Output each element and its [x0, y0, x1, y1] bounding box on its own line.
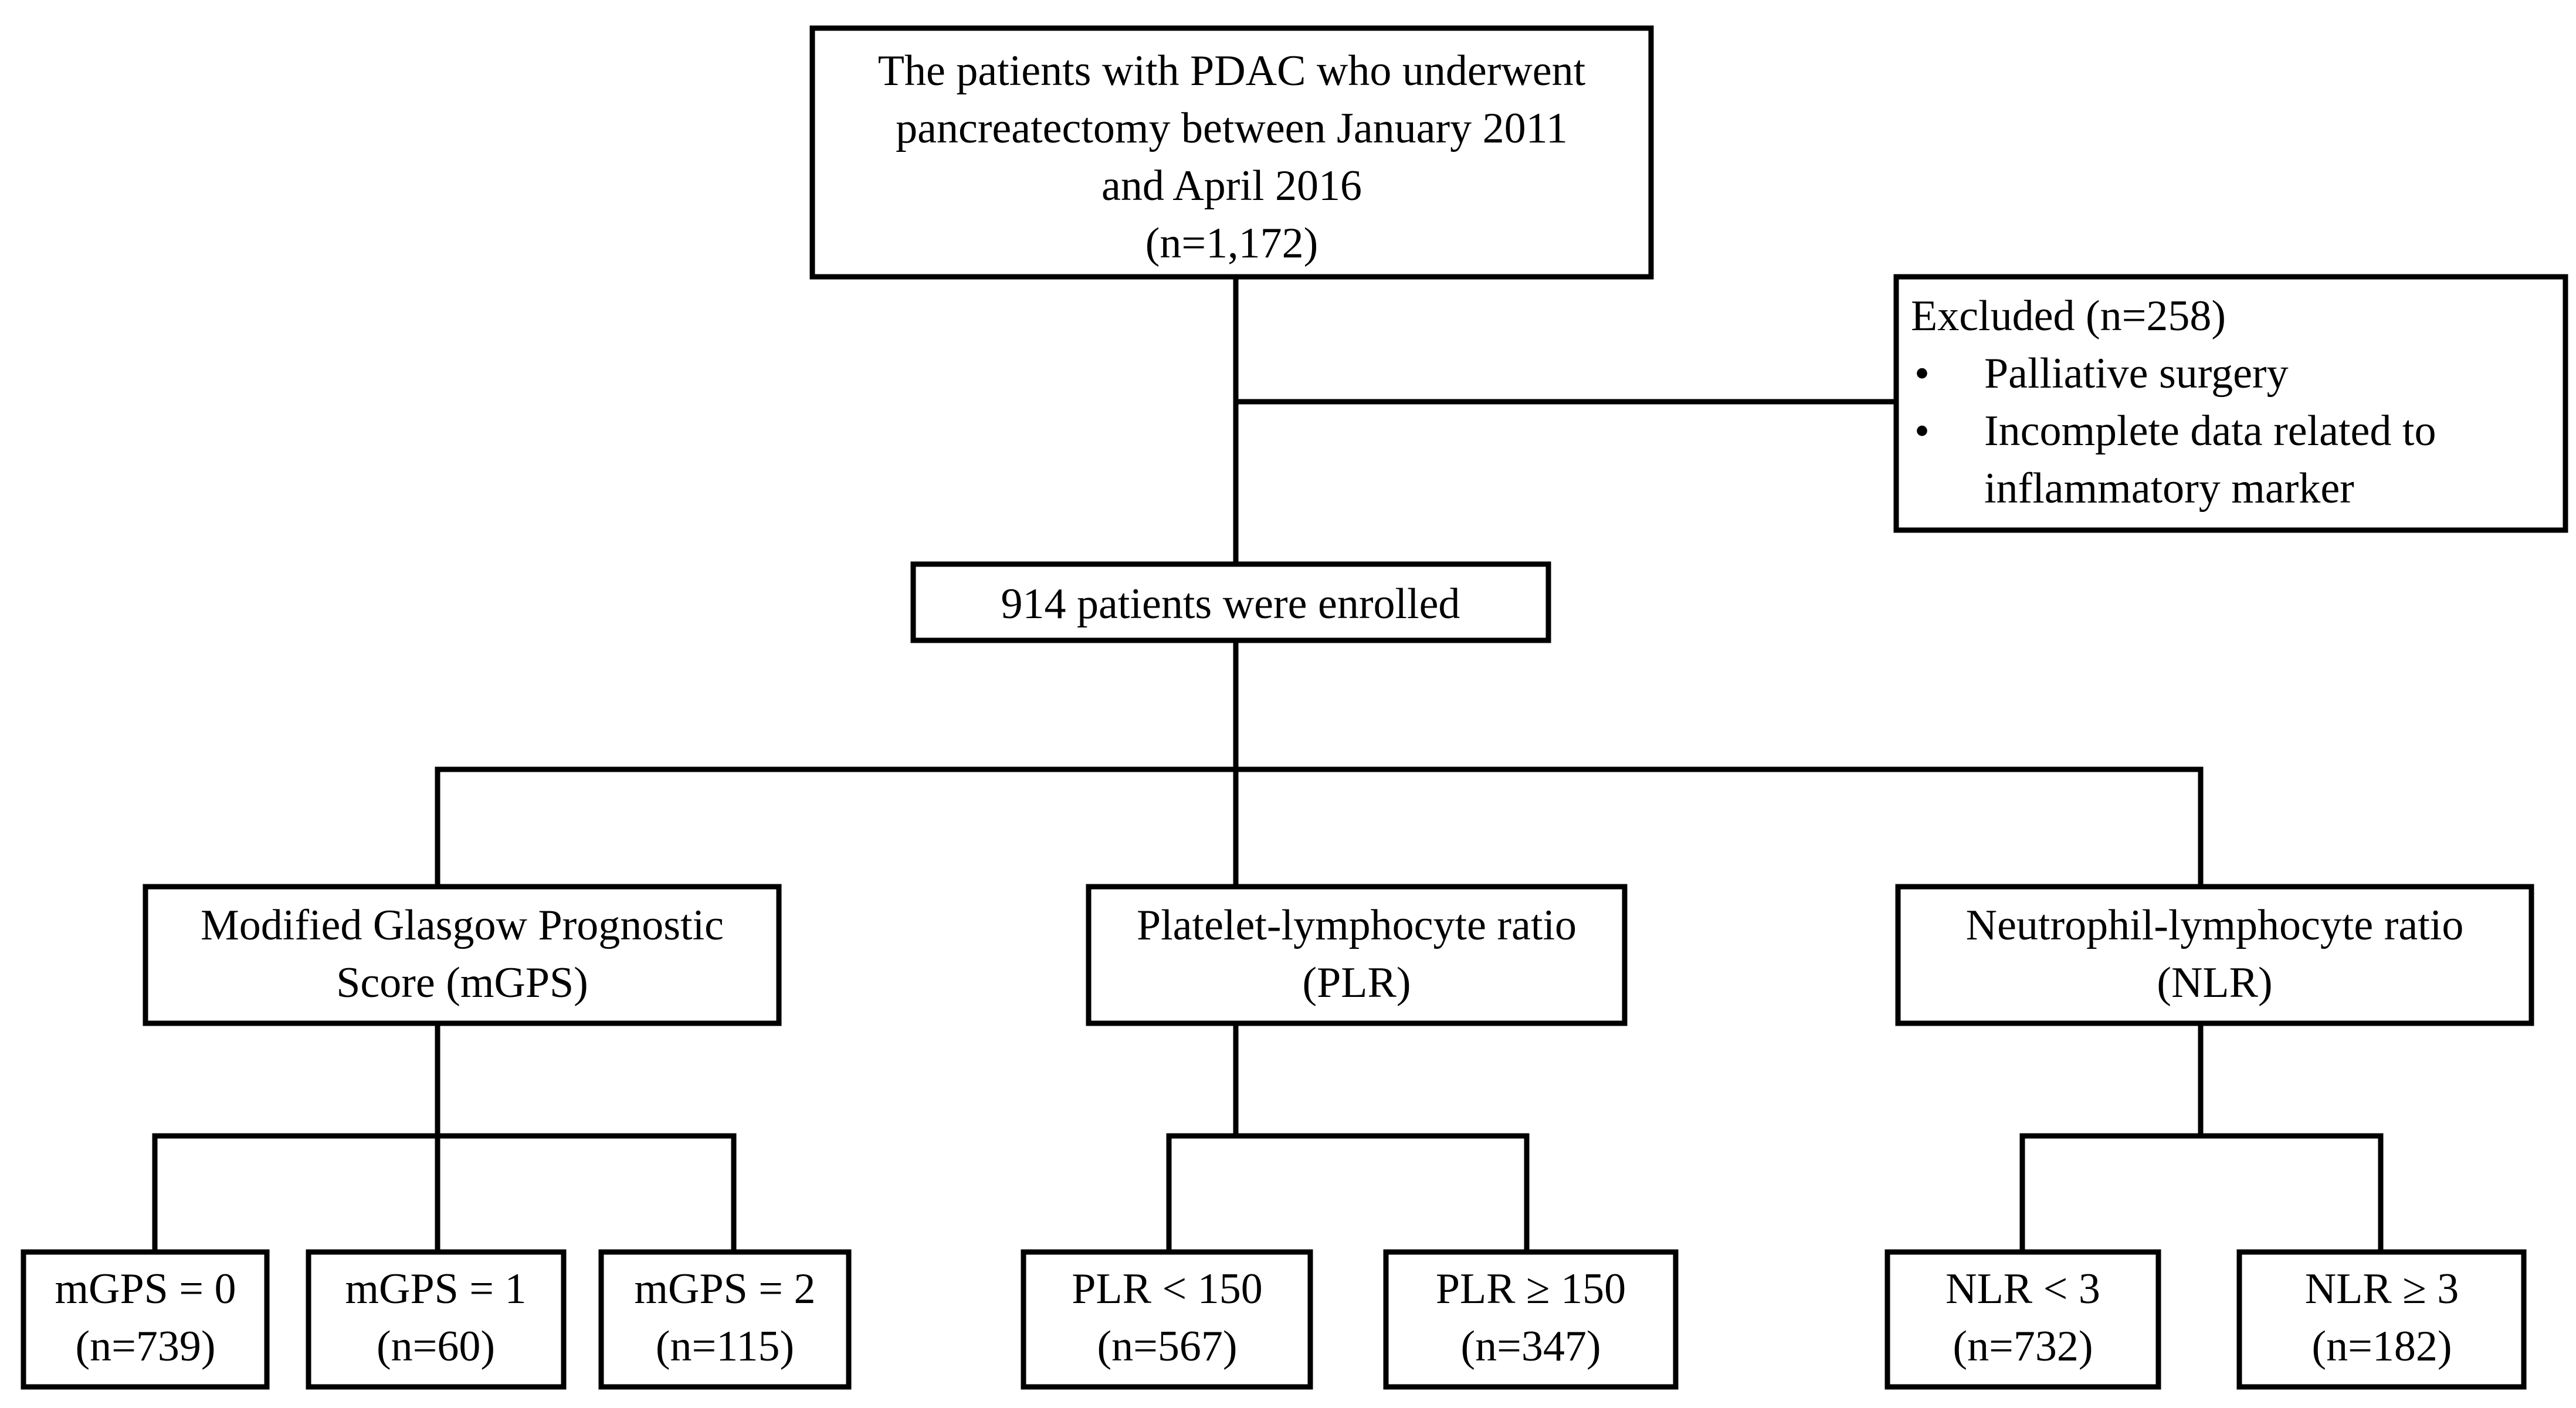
nlr-label-line: Neutrophil-lymphocyte ratio — [1966, 901, 2464, 949]
mgps1-box — [306, 1249, 567, 1390]
plr-label-line: Platelet-lymphocyte ratio — [1137, 901, 1577, 949]
excluded-title: Excluded (n=258) — [1911, 292, 2226, 340]
enrolled-label-line: 914 patients were enrolled — [1001, 580, 1460, 628]
mgps-label-line: Score (mGPS) — [336, 959, 588, 1007]
nlr-box — [1895, 884, 2534, 1026]
mgps0-label-line: (n=739) — [75, 1322, 215, 1370]
plr-low-label-line: (n=567) — [1097, 1322, 1237, 1370]
plr-high-box — [1383, 1249, 1679, 1390]
bullet-icon: • — [1914, 350, 1930, 398]
bullet-icon: • — [1914, 407, 1930, 455]
plr-high-label-line: PLR ≥ 150 — [1436, 1265, 1626, 1313]
plr-high-label-line: (n=347) — [1460, 1322, 1601, 1370]
nlr-label-line: (NLR) — [2157, 959, 2272, 1007]
mgps1-label-line: mGPS = 1 — [345, 1265, 526, 1313]
population-label-line: pancreatectomy between January 2011 — [896, 104, 1568, 152]
nlr-high-box — [2236, 1249, 2527, 1390]
enrolled-box — [910, 561, 1551, 643]
mgps0-label-line: mGPS = 0 — [55, 1265, 236, 1313]
nlr-high-label-line: NLR ≥ 3 — [2305, 1265, 2459, 1313]
excluded-box — [1893, 274, 2568, 533]
plr-label-line: (PLR) — [1303, 959, 1411, 1007]
nlr-low-box — [1884, 1249, 2161, 1390]
mgps1-label-line: (n=60) — [377, 1322, 495, 1370]
nlr-high-label-line: (n=182) — [2311, 1322, 2452, 1370]
population-label-line: The patients with PDAC who underwent — [878, 47, 1586, 95]
mgps2-label-line: (n=115) — [656, 1322, 794, 1370]
plr-box — [1086, 884, 1628, 1026]
population-box — [809, 25, 1654, 280]
mgps2-box — [598, 1249, 852, 1390]
mgps0-box — [21, 1249, 270, 1390]
population-label-line: (n=1,172) — [1145, 219, 1318, 267]
mgps2-label-line: mGPS = 2 — [634, 1265, 815, 1313]
mgps-box — [143, 884, 782, 1026]
excluded-item-2-line: Incomplete data related to — [1984, 407, 2436, 455]
mgps-label-line: Modified Glasgow Prognostic — [201, 901, 724, 949]
plr-low-label-line: PLR < 150 — [1072, 1265, 1262, 1313]
plr-low-box — [1021, 1249, 1313, 1390]
excluded-item-2-line: inflammatory marker — [1984, 464, 2354, 513]
nlr-low-label-line: (n=732) — [1953, 1322, 2093, 1370]
excluded-item-1-line: Palliative surgery — [1984, 350, 2289, 398]
nlr-low-label-line: NLR < 3 — [1945, 1265, 2100, 1313]
population-label-line: and April 2016 — [1101, 162, 1362, 210]
